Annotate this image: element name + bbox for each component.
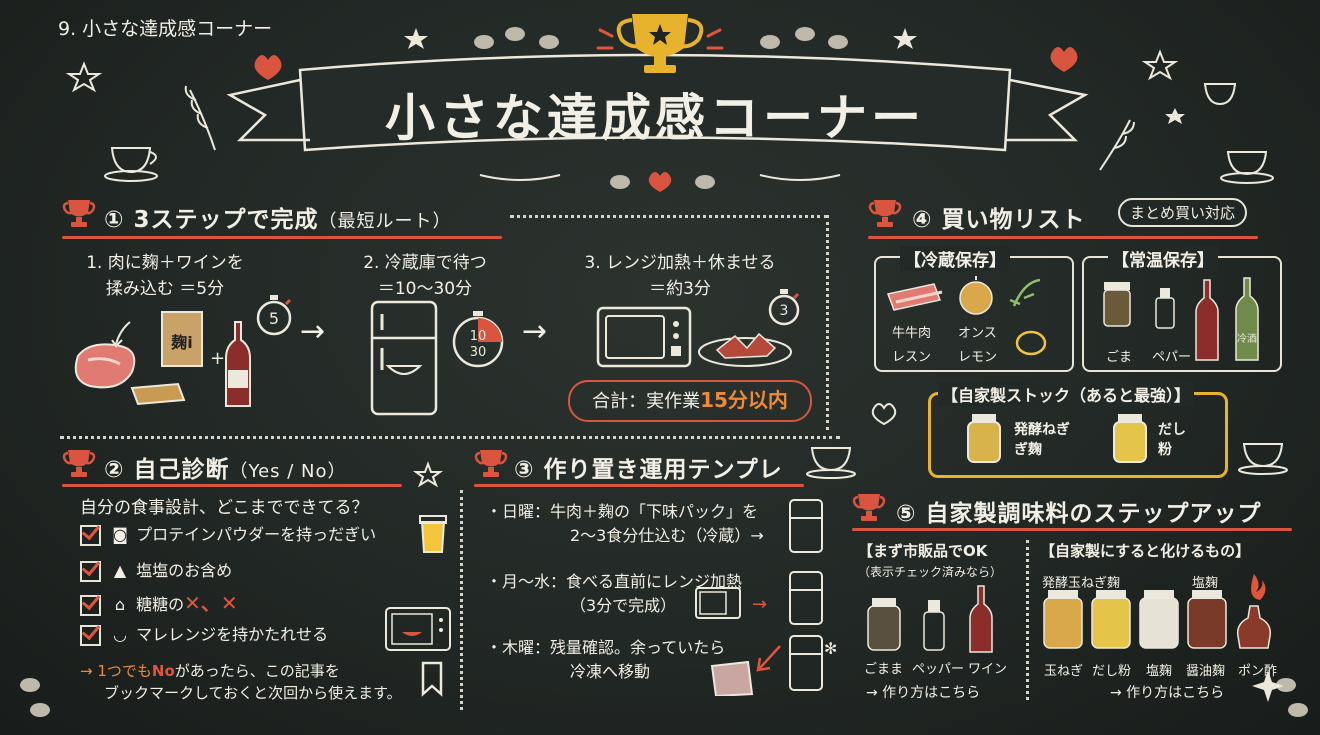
jar-icon bbox=[1113, 414, 1147, 463]
fridge-icon bbox=[370, 300, 438, 416]
bowl-icon: ◡ bbox=[113, 625, 127, 644]
cold-storage-title: 【冷蔵保存】 bbox=[900, 246, 1010, 271]
step-3: 3. レンジ加熱＋休ませる＝約3分 bbox=[584, 253, 776, 299]
svg-text:冷酒: 冷酒 bbox=[1237, 332, 1257, 345]
section4-title: ④ 買い物リスト bbox=[912, 207, 1086, 233]
store-bought-icons bbox=[867, 585, 993, 653]
svg-text:✻: ✻ bbox=[824, 639, 837, 658]
section3-title: ③ 作り置き運用テンプレ bbox=[514, 457, 783, 483]
shaker-cup-icon bbox=[419, 515, 447, 553]
trophy-icon bbox=[62, 450, 96, 477]
room-storage-title: 【常温保存】 bbox=[1108, 246, 1218, 271]
svg-text:30: 30 bbox=[470, 345, 487, 360]
svg-text:+: + bbox=[210, 348, 225, 369]
room-items-icons: 冷酒 bbox=[1103, 277, 1259, 361]
protein-jar-icon: ◙ bbox=[112, 525, 128, 544]
total-time-badge: 合計：実作業15分以内 bbox=[568, 380, 812, 422]
svg-text:10: 10 bbox=[470, 329, 487, 344]
how-to-link[interactable]: → 作り方はこちら bbox=[1110, 685, 1225, 701]
home-stock-title: 【自家製ストック（あると最強）】 bbox=[938, 382, 1195, 406]
svg-text:→: → bbox=[752, 594, 767, 615]
section5-title: ⑤ 自家製調味料のステップアップ bbox=[896, 501, 1262, 527]
template-row-sunday: ・日曜：牛肉＋麹の「下味パック」を 2〜3食分仕込む（冷蔵）→ bbox=[486, 502, 764, 545]
timer-icon: 5 bbox=[256, 295, 292, 336]
bottom-decoration bbox=[20, 403, 1308, 717]
svg-text:3: 3 bbox=[780, 303, 789, 319]
arrow-icon: → bbox=[300, 314, 326, 349]
salt-shaker-icon: ▲ bbox=[113, 561, 127, 580]
cold-items-icons bbox=[886, 276, 1041, 315]
check-item[interactable]: ▲ 塩塩のお含め bbox=[80, 560, 232, 582]
bookmark-icon[interactable] bbox=[420, 660, 444, 698]
microwave-icon bbox=[596, 306, 692, 368]
trophy-icon bbox=[852, 494, 886, 521]
header-decoration bbox=[65, 14, 1274, 192]
bookmark-note: → 1つでもNoがあったら、この記事を ブックマークしておくと次回から使えます。 bbox=[80, 662, 402, 702]
timer-icon: 10 30 bbox=[452, 311, 504, 368]
trophy-icon bbox=[868, 200, 902, 227]
meat-koji-wine-illustration: 麹i + bbox=[74, 311, 251, 407]
jar-icon bbox=[967, 414, 1001, 463]
check-item[interactable]: ⌂ 糖糖の✕、✕ bbox=[80, 592, 238, 616]
banner-title: 小さな達成感コーナー bbox=[385, 89, 925, 147]
how-to-link[interactable]: → 作り方はこちら bbox=[866, 685, 981, 701]
trophy-icon bbox=[474, 450, 508, 477]
template-row-thursday: ・木曜：残量確認。余っていたら 冷凍へ移動 bbox=[486, 638, 726, 681]
timer-icon: 3 bbox=[768, 289, 800, 326]
lemon-icon bbox=[1015, 330, 1047, 356]
template-row-mon-wed: ・月〜水：食べる直前にレンジ加熱 （3分で完成） bbox=[486, 572, 743, 615]
sugar-pile-icon: ⌂ bbox=[114, 595, 126, 614]
section1-title: ① 3ステップで完成（最短ルート） bbox=[104, 207, 452, 233]
koji-label: 麹i bbox=[170, 333, 193, 352]
step-1: 1. 肉に麹＋ワインを揉み込む ＝5分 bbox=[86, 253, 244, 299]
arrow-icon: → bbox=[522, 314, 548, 349]
check-item[interactable]: ◙ プロテインパウダーを持っだぎい bbox=[80, 524, 376, 546]
self-check-question: 自分の食事設計、どこまでできてる？ bbox=[80, 498, 369, 518]
trophy-icon bbox=[62, 200, 96, 227]
check-item[interactable]: ◡ マレレンジを持かたれせる bbox=[80, 624, 328, 646]
section2-title: ② 自己診断（Yes / No） bbox=[104, 457, 347, 483]
steak-dish-icon bbox=[698, 332, 792, 367]
trophy-icon bbox=[616, 14, 704, 73]
bulk-buy-badge: まとめ買い対応 bbox=[1118, 198, 1248, 227]
step-2: 2. 冷蔵庫で待つ＝10〜30分 bbox=[363, 253, 487, 299]
svg-text:5: 5 bbox=[269, 309, 279, 328]
microwave-icon bbox=[385, 607, 451, 651]
template-icons: → ✻ bbox=[695, 499, 837, 696]
page-label: 9. 小さな達成感コーナー bbox=[58, 18, 273, 40]
homemade-jars-icons bbox=[1043, 574, 1272, 649]
